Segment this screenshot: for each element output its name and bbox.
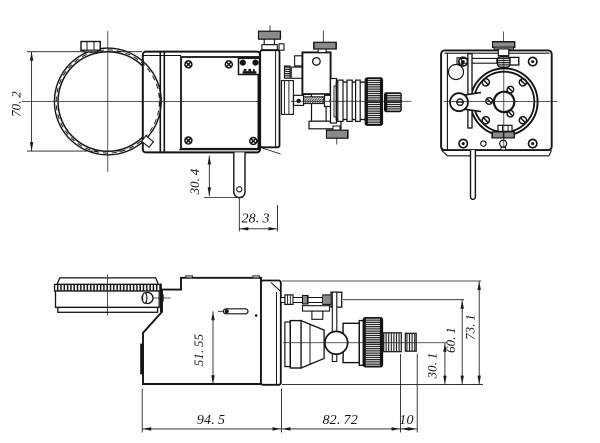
svg-text:73. 1: 73. 1 <box>464 314 478 340</box>
svg-text:82. 72: 82. 72 <box>322 413 358 428</box>
svg-text:70. 2: 70. 2 <box>9 91 23 117</box>
svg-text:60. 1: 60. 1 <box>444 327 458 353</box>
svg-text:51. 55: 51. 55 <box>192 333 206 366</box>
svg-text:10: 10 <box>399 413 413 428</box>
svg-text:30. 1: 30. 1 <box>426 353 440 380</box>
svg-text:94. 5: 94. 5 <box>197 413 225 428</box>
svg-text:28. 3: 28. 3 <box>241 212 269 227</box>
svg-text:30. 4: 30. 4 <box>188 168 202 195</box>
